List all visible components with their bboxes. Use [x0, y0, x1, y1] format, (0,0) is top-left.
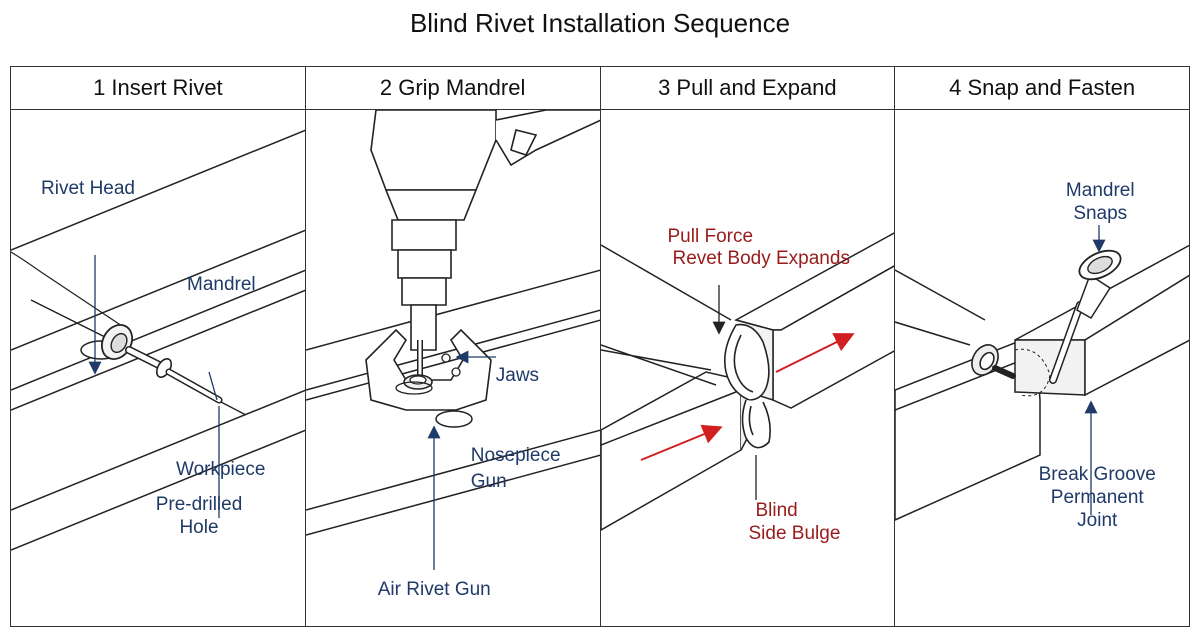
- lower-plate: [895, 269, 1041, 521]
- label-hole-line-2: Hole: [179, 517, 219, 538]
- panel-snap-and-fasten: 4 Snap and Fasten: [895, 67, 1189, 626]
- diagram-title: Blind Rivet Installation Sequence: [409, 8, 791, 38]
- panel-header: 1 Insert Rivet: [11, 67, 305, 110]
- label-gun: Gun: [470, 471, 507, 492]
- label-rivet-head: Rivet Head: [41, 178, 135, 199]
- snap-and-fasten-illustration: [895, 225, 1189, 521]
- label-snaps: Snaps: [1073, 203, 1128, 224]
- break-groove-outline: [1015, 348, 1051, 397]
- panel-header: 4 Snap and Fasten: [895, 67, 1189, 110]
- label-body-expands: Revet Body Expands: [672, 248, 850, 269]
- panel-strip: 1 Insert Rivet: [10, 66, 1190, 627]
- mandrel-leader: [208, 371, 218, 401]
- label-air-rivet-gun: Air Rivet Gun: [377, 579, 491, 600]
- label-workpiece: Workpiece: [176, 459, 266, 480]
- label-blind: Blind: [755, 500, 798, 521]
- expanded-rivet-body: [723, 323, 771, 449]
- rivet-in-nosepiece: [395, 340, 433, 395]
- pull-force-arrow-right: [775, 333, 855, 373]
- panel-insert-rivet: 1 Insert Rivet: [11, 67, 306, 626]
- lower-plate: [600, 367, 750, 531]
- empty-hole: [435, 410, 473, 428]
- label-nosepiece: Nosepiece: [470, 445, 561, 466]
- snapped-mandrel: [1049, 249, 1122, 384]
- label-pre-drilled-hole: Pre-drilled Hole: [149, 493, 249, 539]
- workpiece-plates: [305, 269, 600, 536]
- upper-plate: [1014, 244, 1189, 397]
- label-joint: Joint: [1077, 510, 1118, 531]
- workpiece-plates: [11, 129, 305, 551]
- label-hole-line-1: Pre-drilled: [155, 494, 243, 515]
- installed-rivet-head: [895, 321, 1017, 379]
- label-break-groove-joint: Break Groove Permanent Joint: [1027, 463, 1167, 532]
- insert-rivet-illustration: [11, 129, 305, 551]
- pull-force-arrow-left: [640, 424, 723, 461]
- air-rivet-gun: [364, 110, 600, 411]
- panel-pull-and-expand: 3 Pull and Expand: [600, 67, 896, 626]
- label-side-bulge: Side Bulge: [748, 523, 841, 544]
- pull-and-expand-illustration: [600, 231, 895, 531]
- panel-header: 2 Grip Mandrel: [305, 67, 600, 110]
- rivet: [30, 299, 247, 416]
- label-jaws: Jaws: [495, 365, 540, 386]
- panel-header: 3 Pull and Expand: [600, 67, 895, 110]
- panel-grip-mandrel: 2 Grip Mandrel: [305, 67, 601, 626]
- label-pull-force: Pull Force: [667, 226, 754, 247]
- label-mandrel: Mandrel: [1065, 180, 1135, 201]
- label-permanent: Permanent: [1050, 487, 1144, 508]
- label-break-groove: Break Groove: [1038, 464, 1156, 485]
- label-mandrel-snaps: Mandrel Snaps: [1050, 179, 1150, 225]
- grip-mandrel-illustration: [305, 110, 600, 570]
- label-mandrel: Mandrel: [187, 274, 256, 295]
